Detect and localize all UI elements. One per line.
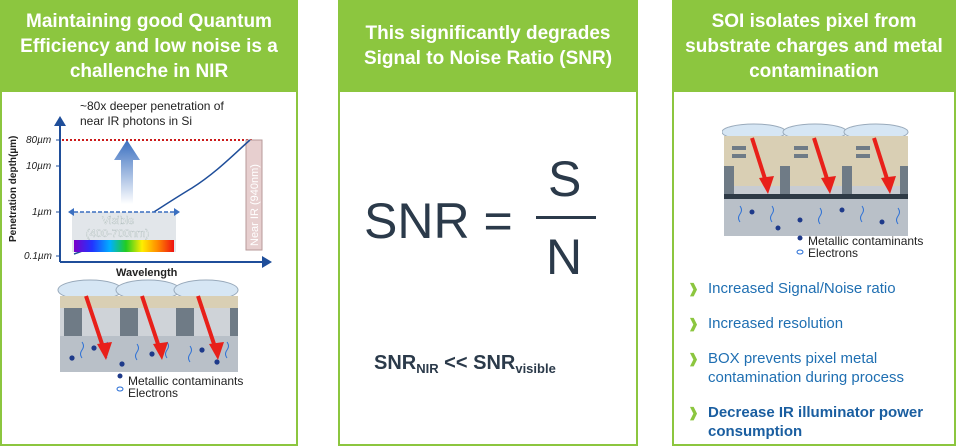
qe-panel: Maintaining good Quantum Efficiency and … — [0, 0, 298, 446]
penetration-depth-chart: ~80x deeper penetration of near IR photo… — [8, 99, 272, 392]
snr-formula-numerator: S — [548, 151, 582, 207]
electron-legend-icon — [116, 386, 124, 392]
soi-panel-title: SOI isolates pixel from substrate charge… — [672, 0, 956, 92]
electron-legend-icon — [796, 249, 804, 255]
snr-panel: This significantly degrades Signal to No… — [338, 0, 638, 446]
y-tick-1: 1µm — [32, 207, 52, 218]
nir-band — [245, 139, 263, 251]
visible-label-2: (400-700nm) — [86, 228, 149, 240]
soi-benefit-item: ❱BOX prevents pixel metal contamination … — [688, 350, 904, 386]
visible-label-1: Visible — [102, 215, 134, 227]
soi-benefit-item: ❱Increased Signal/Noise ratio — [688, 280, 896, 297]
bullet-chevron-icon: ❱ — [688, 351, 699, 366]
bullet-chevron-icon: ❱ — [688, 405, 699, 420]
y-axis-arrow-icon — [54, 116, 66, 126]
depth-increase-arrow-icon — [114, 140, 140, 204]
qe-panel-title: Maintaining good Quantum Efficiency and … — [0, 0, 298, 92]
pixel-cross-section — [57, 279, 239, 372]
x-axis-label: Wavelength — [116, 267, 178, 279]
visible-spectrum — [74, 240, 174, 252]
snr-panel-title: This significantly degrades Signal to No… — [338, 0, 638, 92]
qe-legend-electrons: Electrons — [128, 386, 179, 400]
y-tick-80: 80µm — [26, 135, 51, 146]
x-axis-arrow-icon — [262, 256, 272, 268]
soi-legend-icons — [796, 235, 804, 255]
snr-formula-lhs: SNR = — [364, 193, 513, 249]
nir-label: Near IR (940nm) — [249, 164, 261, 246]
y-axis-label: Penetration depth(µm) — [8, 136, 19, 242]
snr-relation: SNRNIR << SNRvisible — [374, 352, 556, 376]
bullet-chevron-icon: ❱ — [688, 316, 699, 331]
qe-legend-contaminants: Metallic contaminants — [128, 374, 244, 388]
penetration-annotation-line2: near IR photons in Si — [80, 114, 192, 128]
fraction-bar — [536, 216, 596, 219]
bullet-chevron-icon: ❱ — [688, 281, 699, 296]
contaminant-legend-icon — [797, 235, 803, 241]
penetration-annotation-line1: ~80x deeper penetration of — [80, 99, 224, 113]
y-tick-01: 0.1µm — [24, 251, 52, 262]
snr-formula-denominator: N — [546, 229, 583, 285]
soi-cross-section — [722, 123, 909, 236]
soi-legend-electrons: Electrons — [808, 246, 859, 260]
soi-legend-contaminants: Metallic contaminants — [808, 234, 924, 248]
contaminant-legend-icon — [117, 373, 123, 379]
y-tick-10: 10µm — [26, 161, 51, 172]
soi-panel: SOI isolates pixel from substrate charge… — [672, 0, 956, 446]
soi-benefit-item: ❱Decrease IR illuminator power consumpti… — [688, 404, 924, 440]
soi-benefit-item: ❱Increased resolution — [688, 315, 844, 332]
